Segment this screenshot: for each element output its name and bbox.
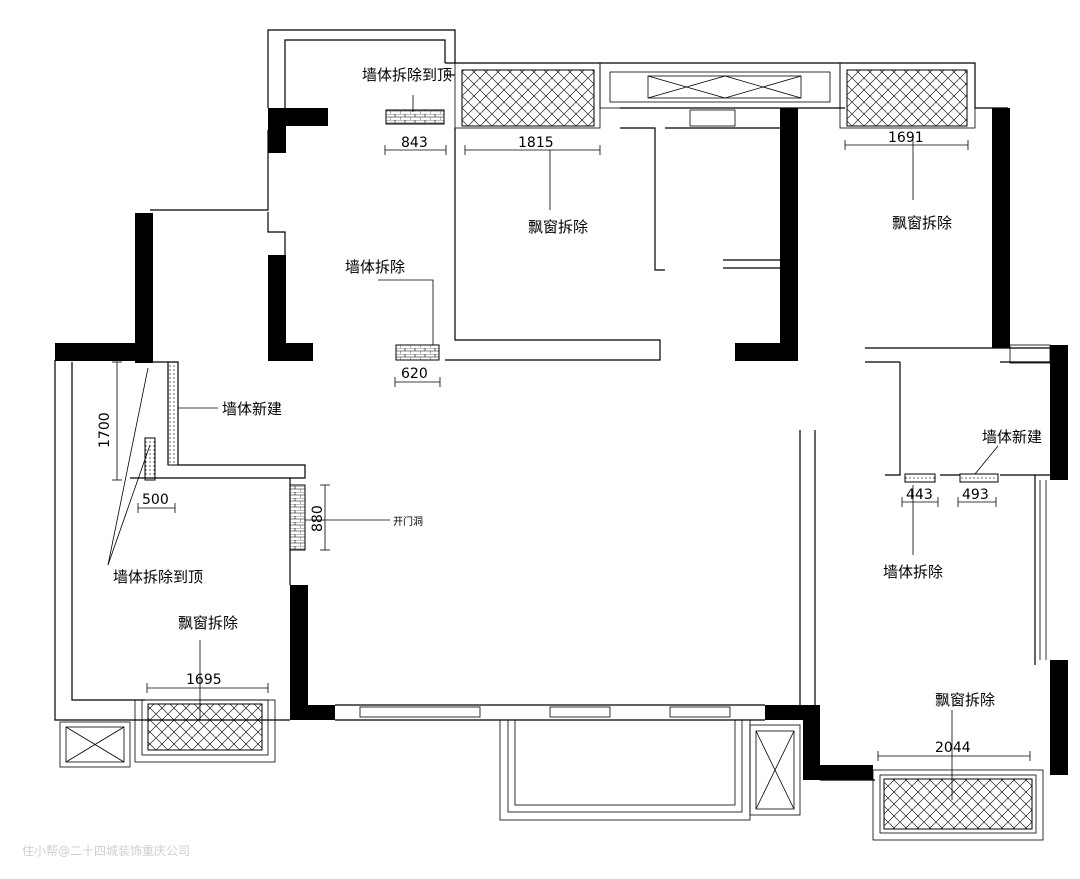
dim-493: 493 [962,487,989,503]
door-opening-880 [289,484,306,551]
annotations: 墙体拆除到顶 飘窗拆除 飘窗拆除 墙体拆除 墙体新建 墙体新建 开门洞 墙体拆除… [113,66,1042,709]
dimension-texts: 843 1815 1691 620 1700 500 880 443 493 1… [97,130,989,756]
demolish-wall-843 [385,109,445,125]
windows [359,62,1051,718]
dim-1815: 1815 [518,135,554,151]
demolish-wall-620 [395,344,440,361]
label-wall-new-left: 墙体新建 [222,400,282,418]
label-bay-remove-top-center: 飘窗拆除 [528,218,588,236]
label-wall-remove-center: 墙体拆除 [345,258,405,276]
dim-880: 880 [310,505,326,532]
new-wall-left-lower [144,437,156,481]
bay-window-left [147,703,263,751]
new-wall-493 [959,473,999,483]
label-door-opening: 开门洞 [393,515,423,528]
dim-1695: 1695 [186,672,222,688]
new-wall-left [167,361,179,466]
dim-620: 620 [401,366,428,382]
dim-443: 443 [906,487,933,503]
label-bay-remove-top-right: 飘窗拆除 [892,214,952,232]
wall-segments [144,109,999,551]
label-wall-remove-to-ceiling-left: 墙体拆除到顶 [113,568,203,586]
bay-windows [134,62,1044,841]
bay-window-bottom-right [883,778,1033,830]
bay-window-top-center [461,69,595,127]
label-bay-remove-bottom-right: 飘窗拆除 [935,691,995,709]
dim-843: 843 [401,135,428,151]
watermark: 住小帮@二十四城装饰重庆公司 [22,844,190,858]
label-wall-remove-to-ceiling-top: 墙体拆除到顶 [362,66,452,84]
dim-500: 500 [142,492,169,508]
bay-window-top-right [846,69,968,127]
solid-walls [55,108,1068,780]
label-wall-new-right: 墙体新建 [982,428,1042,446]
balcony [499,719,751,821]
dimension-lines [112,140,1031,761]
shafts [59,721,801,816]
dim-1691: 1691 [888,130,924,146]
label-wall-remove-right: 墙体拆除 [883,563,943,581]
new-wall-443 [904,473,936,483]
label-bay-remove-left: 飘窗拆除 [178,614,238,632]
dim-2044: 2044 [935,740,971,756]
leader-lines [107,95,999,800]
dim-1700: 1700 [97,412,113,448]
